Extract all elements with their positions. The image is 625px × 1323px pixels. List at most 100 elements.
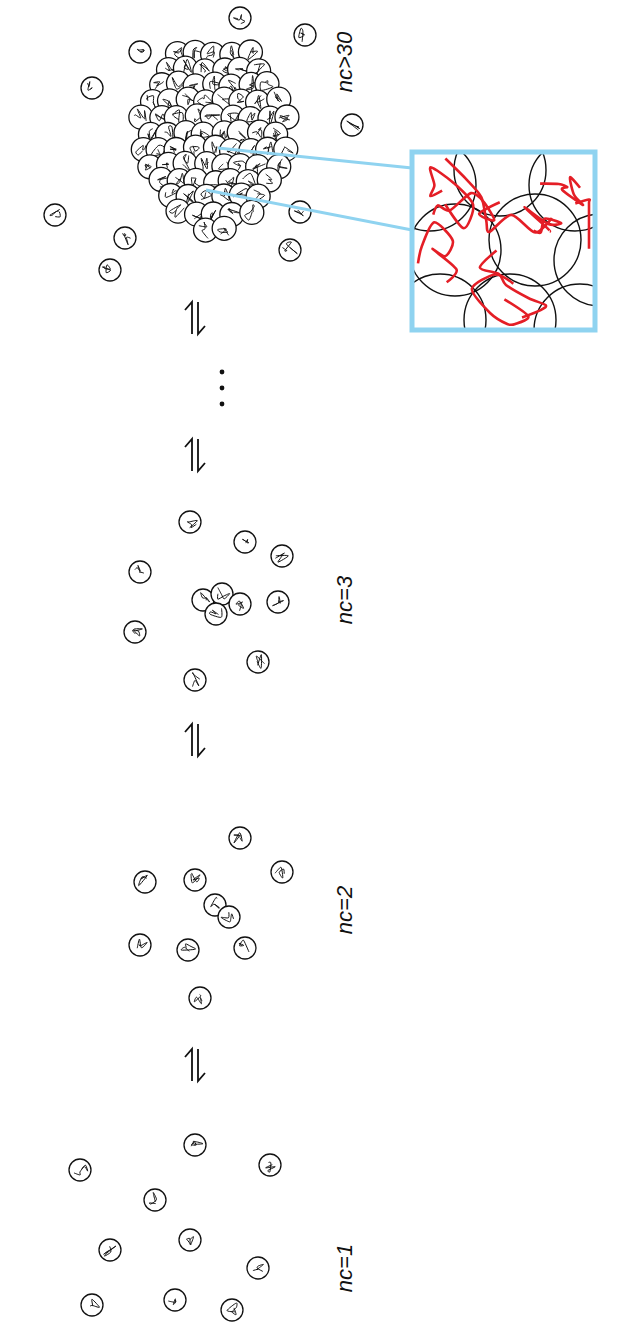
chain-scribble [266,174,273,183]
particle [229,827,251,849]
particle-outline [212,216,236,240]
particle-outline [81,1294,103,1316]
polymer-chain [418,222,457,282]
particle-outline [247,1257,269,1279]
polymer-chain [445,159,551,233]
inset-background [412,152,595,330]
chain-scribble [228,208,240,214]
particle [184,669,206,691]
chain-scribble [218,587,230,599]
chain-scribble [192,673,199,687]
zoom-line [218,148,412,168]
chain-scribble [133,629,143,636]
chain-scribble [211,897,220,908]
chain-scribble [102,265,110,273]
forward-harpoon [185,302,192,334]
chain-scribble [282,242,297,254]
particle-outline [184,869,206,891]
particle-outline [234,531,256,553]
particle-outline [218,906,240,928]
particle-outline [189,987,211,1009]
chain-scribble [137,49,144,52]
particle-outline [229,827,251,849]
particle [44,204,66,226]
continuation-dot [220,370,225,375]
particle [164,1289,186,1311]
equilibrium-arrow [185,439,205,471]
inset-particle [489,194,581,286]
forward-harpoon [185,1049,192,1081]
particle [229,7,251,29]
chain-scribble [236,601,244,611]
polymer-chain [472,274,529,325]
chain-scribble [104,1246,116,1256]
particle-outline [234,937,256,959]
inset-particle [464,274,556,330]
chain-scribble [245,205,254,220]
chain-scribble [274,92,281,102]
chain-scribble [123,233,131,244]
particle [129,934,151,956]
particle-outline [271,861,293,883]
chain-scribble [169,205,184,217]
particle-outline [179,511,201,533]
chain-scribble [183,59,191,73]
particle-outline [294,24,316,46]
particle [184,1134,206,1156]
chain-scribble [191,873,200,883]
particle-outline [221,1299,243,1321]
chain-scribble [134,109,146,121]
chain-scribble [227,1303,237,1315]
reverse-harpoon [198,439,205,471]
particle-outline [289,201,311,223]
particle-outline [279,239,301,261]
chain-scribble [218,228,229,235]
chain-scribble [260,81,273,91]
particle-outline [184,669,206,691]
reverse-harpoon [198,1049,205,1081]
particle-outline [229,7,251,29]
particle [294,24,316,46]
particle-outline [99,259,121,281]
particle [177,939,199,961]
polymer-chain [575,200,590,249]
particle-outline [44,204,66,226]
particle [69,1159,91,1181]
continuation-dot [220,402,225,407]
chain-scribble [206,46,214,58]
cluster-size-label: nc=2 [334,886,356,934]
chain-scribble [145,164,151,170]
particle [134,871,156,893]
chain-scribble [234,15,245,24]
chain-scribble [194,995,202,1004]
particle [212,216,236,240]
chain-scribble [266,1162,276,1172]
continuation-dot [220,386,225,391]
particle-outline [179,1229,201,1251]
chain-scribble [187,520,197,527]
chain-scribble [252,128,262,138]
particle [247,1257,269,1279]
particle [271,861,293,883]
particles [44,7,363,1321]
chain-scribble [234,833,242,843]
chain-scribble [201,593,210,602]
particle [99,1239,121,1261]
chain-scribble [256,655,264,669]
particle [189,987,211,1009]
particle-outline [247,651,269,673]
particle-outline [267,591,289,613]
polymer-chain [480,251,546,318]
chain-scribble [149,1192,156,1204]
particle-outline [114,227,136,249]
particle [129,41,151,63]
particle [240,200,264,224]
chain-scribble [182,94,194,105]
chain-scribble [183,154,190,170]
polymer-chain [540,177,583,205]
inset-frame [412,152,595,330]
chain-scribble [168,1299,175,1305]
particle-outline [129,41,151,63]
chain-scribble [210,608,222,617]
